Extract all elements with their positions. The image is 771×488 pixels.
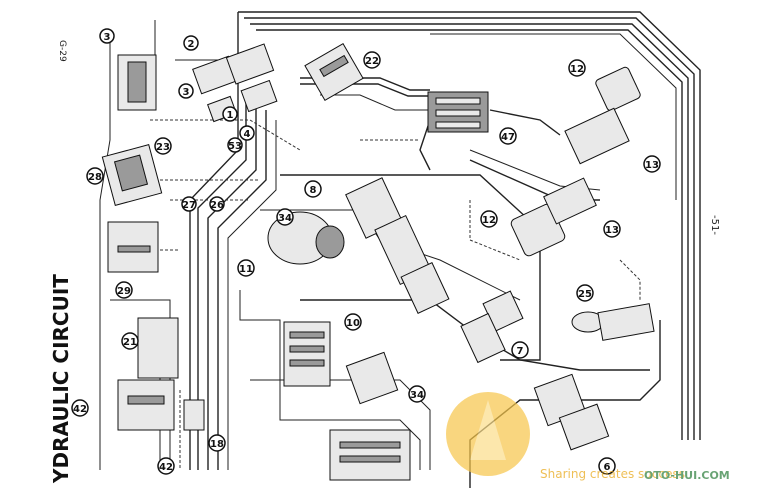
svg-text:8: 8	[310, 185, 317, 196]
callout-badge: 18	[208, 434, 226, 452]
svg-text:42: 42	[159, 462, 173, 473]
svg-text:18: 18	[210, 439, 224, 450]
component-graphics	[101, 42, 655, 481]
callout-badge: 2	[183, 35, 199, 51]
svg-text:3: 3	[104, 32, 111, 43]
callout-badge: 7	[511, 341, 529, 359]
svg-text:6: 6	[604, 462, 611, 473]
svg-text:28: 28	[88, 172, 102, 183]
svg-text:42: 42	[73, 404, 87, 415]
svg-text:11: 11	[239, 264, 253, 275]
callout-badge: 28	[86, 167, 104, 185]
svg-text:13: 13	[645, 160, 659, 171]
page-number: -51-	[709, 215, 720, 235]
diagram-title: YDRAULIC CIRCUIT	[49, 274, 73, 484]
callout-badge: 8	[304, 180, 322, 198]
callout-badge: 12	[480, 210, 498, 228]
callout-badge: 26	[209, 196, 225, 212]
callout-badge: 42	[71, 399, 89, 417]
callout-badge: 22	[363, 51, 381, 69]
callout-badge: 34	[408, 385, 426, 403]
svg-text:23: 23	[156, 142, 170, 153]
callout-badge: 13	[643, 155, 661, 173]
watermark-brand: OTO-HUI.COM	[644, 469, 730, 482]
svg-text:2: 2	[188, 39, 195, 50]
callout-badge: 25	[576, 284, 594, 302]
callout-badge: 21	[121, 332, 139, 350]
svg-text:7: 7	[517, 346, 524, 357]
svg-text:12: 12	[482, 215, 496, 226]
svg-text:1: 1	[227, 110, 234, 121]
callout-badge: 42	[157, 457, 175, 475]
callout-badge: 13	[603, 220, 621, 238]
svg-text:4: 4	[244, 129, 251, 140]
callout-badge: 53	[227, 137, 243, 153]
callout-badge: 23	[154, 137, 172, 155]
callout-badge: 27	[181, 196, 197, 212]
svg-text:29: 29	[117, 286, 131, 297]
callout-badge: 6	[598, 457, 616, 475]
callout-badge: 29	[115, 281, 133, 299]
callout-badge: 11	[237, 259, 255, 277]
callout-badge: 1	[222, 106, 238, 122]
watermark-tagline: Sharing creates success	[540, 467, 685, 481]
svg-text:21: 21	[123, 337, 137, 348]
svg-text:13: 13	[605, 225, 619, 236]
callout-badge: 4	[239, 125, 255, 141]
svg-text:25: 25	[578, 289, 592, 300]
svg-text:53: 53	[228, 141, 242, 152]
svg-text:3: 3	[183, 87, 190, 98]
watermark-logo-mark	[470, 400, 506, 460]
svg-text:12: 12	[570, 64, 584, 75]
svg-text:10: 10	[346, 318, 360, 329]
svg-text:34: 34	[278, 213, 292, 224]
svg-text:27: 27	[182, 200, 196, 211]
svg-text:22: 22	[365, 56, 379, 67]
svg-text:26: 26	[210, 200, 224, 211]
callout-badge: 10	[344, 313, 362, 331]
callout-badge: 12	[568, 59, 586, 77]
page-code: G-29	[57, 40, 67, 62]
callout-badge: 34	[276, 208, 294, 226]
callout-badge: 3	[178, 83, 194, 99]
callout-badge: 47	[499, 127, 517, 145]
callout-badges: 3 2 3 1 4 22 12 47 23 53 28 8 27 26 34 1…	[71, 28, 661, 475]
callout-badge: 3	[99, 28, 115, 44]
svg-text:34: 34	[410, 390, 424, 401]
watermark: Sharing creates success OTO-HUI.COM	[446, 392, 730, 482]
svg-text:47: 47	[501, 132, 515, 143]
